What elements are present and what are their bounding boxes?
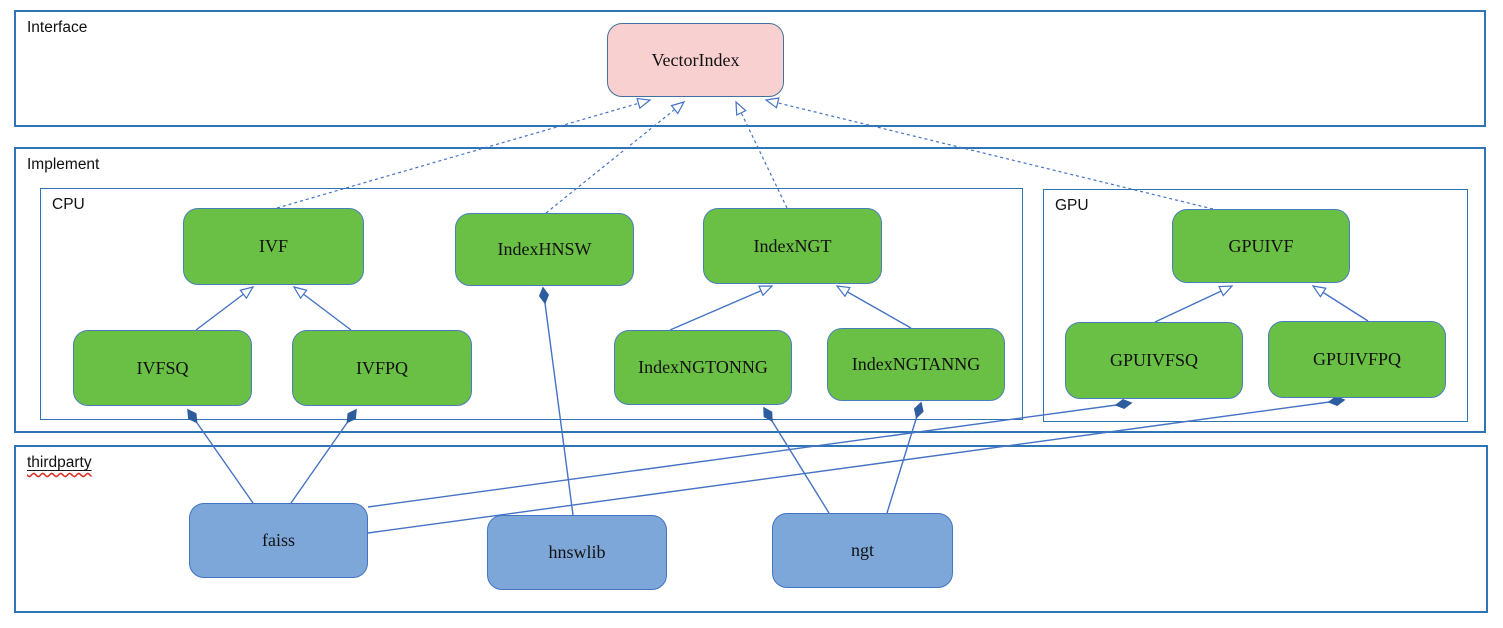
node-label: IVFSQ [136, 357, 189, 378]
node-label: IndexNGTANNG [851, 354, 981, 374]
node-label: GPUIVFPQ [1312, 349, 1402, 369]
group-gpu-label: GPU [1055, 197, 1089, 214]
node-label: faiss [262, 530, 295, 550]
node-label: IndexNGT [753, 235, 832, 256]
node-indexngtanng[interactable]: IndexNGTANNG [827, 328, 1005, 401]
node-indexngt[interactable]: IndexNGT [703, 208, 882, 284]
node-indexhnsw[interactable]: IndexHNSW [455, 213, 634, 286]
node-ivf[interactable]: IVF [183, 208, 364, 285]
node-label: hnswlib [548, 542, 606, 562]
group-cpu-label: CPU [52, 196, 85, 213]
node-gpuivf[interactable]: GPUIVF [1172, 209, 1350, 283]
node-label: VectorIndex [651, 49, 740, 70]
node-label: IVFPQ [355, 357, 408, 378]
node-ivfpq[interactable]: IVFPQ [292, 330, 472, 406]
node-label: GPUIVF [1228, 235, 1294, 256]
node-indexngtonng[interactable]: IndexNGTONNG [614, 330, 792, 405]
group-interface-label: Interface [27, 19, 88, 36]
node-ngt[interactable]: ngt [772, 513, 953, 588]
node-vectorindex[interactable]: VectorIndex [607, 23, 784, 97]
node-gpuivfsq[interactable]: GPUIVFSQ [1065, 322, 1243, 399]
node-ivfsq[interactable]: IVFSQ [73, 330, 252, 406]
group-implement-label: Implement [27, 156, 100, 173]
node-hnswlib[interactable]: hnswlib [487, 515, 667, 590]
node-gpuivfpq[interactable]: GPUIVFPQ [1268, 321, 1446, 398]
node-label: IVF [258, 236, 288, 256]
node-label: IndexNGTONNG [638, 357, 768, 377]
node-faiss[interactable]: faiss [189, 503, 368, 578]
node-label: GPUIVFSQ [1109, 350, 1199, 370]
node-label: ngt [850, 540, 874, 560]
node-label: IndexHNSW [497, 239, 592, 259]
group-thirdparty-label: thirdparty [27, 454, 92, 471]
